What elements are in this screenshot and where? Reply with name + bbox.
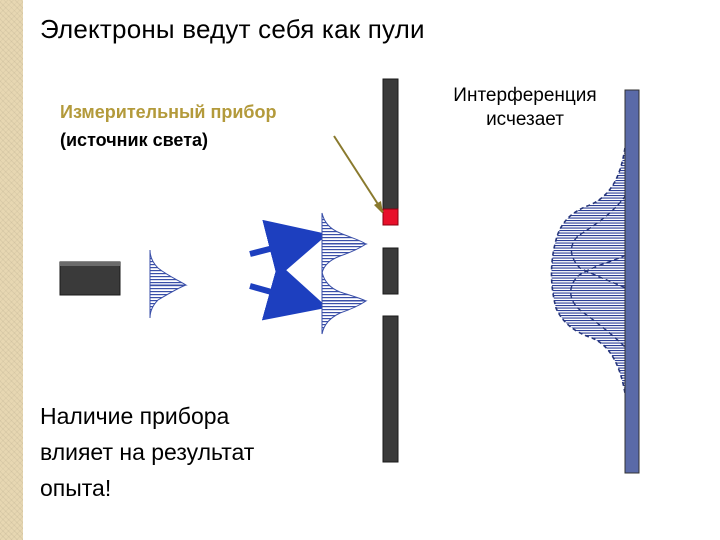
arrow-upper <box>249 219 328 279</box>
electron-source <box>59 261 121 296</box>
result-text: Наличие прибора влияет на результат опыт… <box>40 398 340 506</box>
upper-slit-packet <box>321 212 368 274</box>
device-label: Измерительный прибор (источник света) <box>60 98 277 154</box>
result-text-line3: опыта! <box>40 475 112 501</box>
result-text-line2: влияет на результат <box>40 439 255 465</box>
decorative-sidebar <box>0 0 23 540</box>
detection-pattern <box>550 91 629 451</box>
arrow-lower <box>249 262 328 321</box>
interference-label-line1: Интерференция <box>453 85 597 106</box>
lower-slit-packet <box>321 271 368 335</box>
emitted-wave-packet <box>149 249 188 319</box>
detector-pointer <box>333 135 384 214</box>
interference-label: Интерференция исчезает <box>430 84 620 132</box>
slide-title: Электроны ведут себя как пули <box>40 14 425 44</box>
device-label-subtitle: (источник света) <box>60 130 209 150</box>
device-label-name: Измерительный прибор <box>60 102 277 122</box>
detector-light <box>382 208 399 226</box>
double-slit-barrier <box>382 78 399 463</box>
detection-screen <box>624 89 640 474</box>
result-text-line1: Наличие прибора <box>40 403 230 429</box>
interference-label-line2: исчезает <box>486 109 564 130</box>
